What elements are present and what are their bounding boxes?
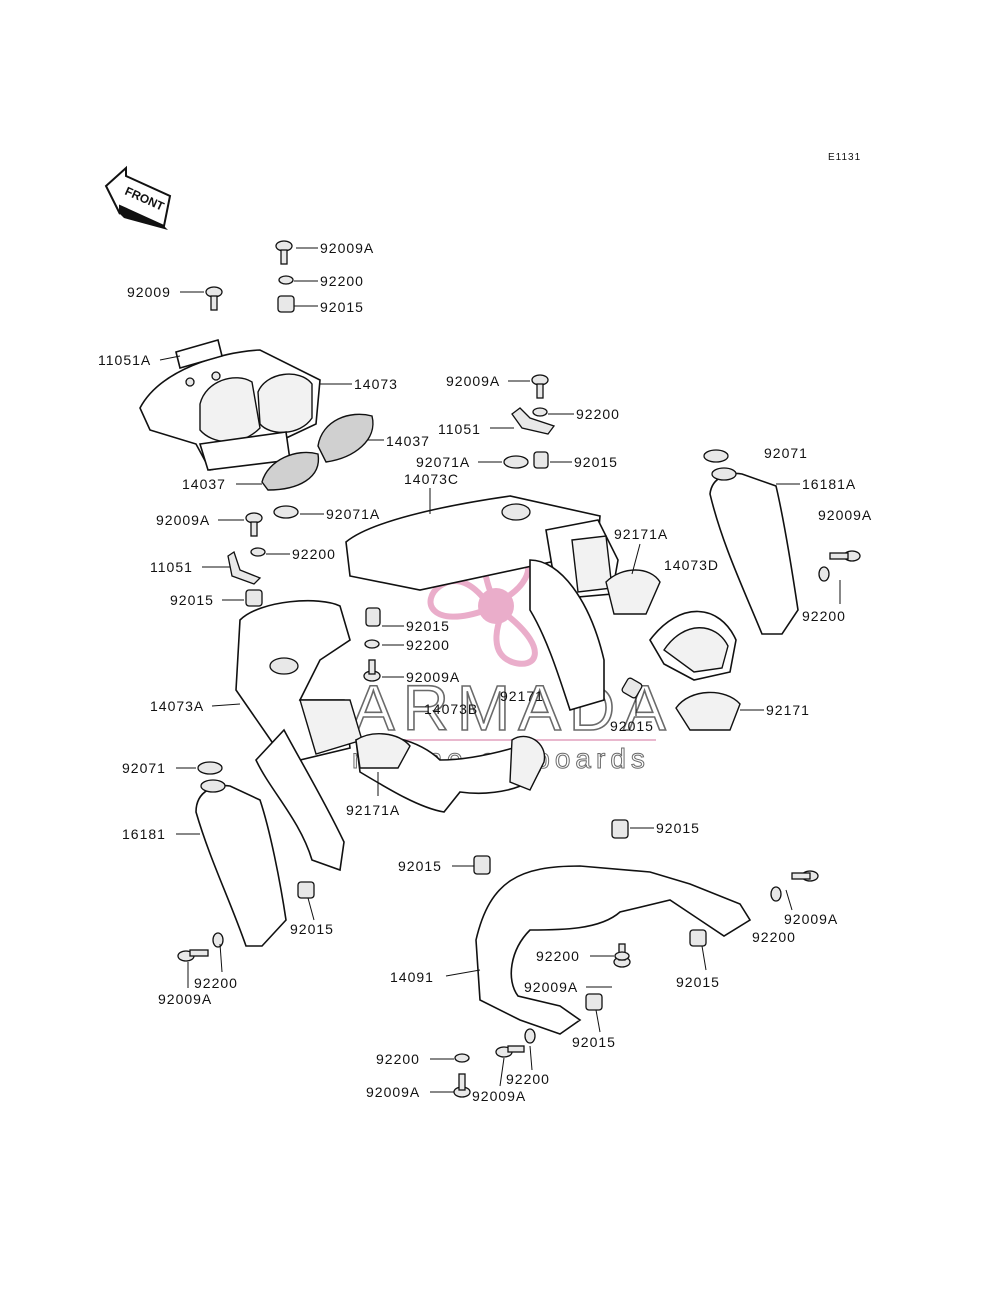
hose-14073B (355, 733, 546, 813)
part-label: 11051 (150, 559, 193, 575)
part-label: 92015 (406, 618, 450, 634)
part-label: 92071A (326, 506, 380, 522)
part-labels: 92009A 92200 92015 92009 11051A 14073 14… (98, 240, 872, 1104)
part-label: 11051 (438, 421, 481, 437)
part-label: 92015 (574, 454, 618, 470)
part-label: 14073A (150, 698, 204, 714)
tank-16181 (195, 779, 287, 947)
part-label: 14073 (354, 376, 398, 392)
part-label: 92200 (292, 546, 336, 562)
diagram-code: E1131 (828, 152, 861, 163)
part-label: 92015 (398, 858, 442, 874)
part-label: 92200 (376, 1051, 420, 1067)
part-label: 92009A (156, 512, 210, 528)
part-label: 92009A (784, 911, 838, 927)
part-label: 92200 (752, 929, 796, 945)
part-label: 92171 (766, 702, 810, 718)
part-label: 92009A (366, 1084, 420, 1100)
part-label: 92009A (818, 507, 872, 523)
part-label: 92200 (576, 406, 620, 422)
part-label: 14073B (424, 701, 478, 717)
part-label: 92200 (194, 975, 238, 991)
seal-92171A-upper (605, 569, 661, 615)
part-label: 92009A (446, 373, 500, 389)
part-label: 92071 (122, 760, 166, 776)
part-label: 11051A (98, 352, 151, 368)
part-label: 92200 (406, 637, 450, 653)
part-label: 16181 (122, 826, 166, 842)
leader-lines (159, 247, 841, 1093)
part-label: 92071 (764, 445, 808, 461)
part-label: 92009A (406, 669, 460, 685)
part-label: 92171A (614, 526, 668, 542)
grill-14037-left (261, 451, 320, 491)
left-duct-14073A (235, 599, 363, 872)
part-label: 92015 (676, 974, 720, 990)
bracket-14091 (475, 865, 752, 1035)
part-label: 92200 (506, 1071, 550, 1087)
front-arrow-icon: FRONT (104, 165, 172, 230)
part-label: 92071A (416, 454, 470, 470)
part-label: 14073C (404, 471, 459, 487)
hardware (177, 240, 861, 1098)
center-duct-14073C (345, 495, 619, 711)
tank-16181A (709, 467, 799, 635)
part-label: 16181A (802, 476, 856, 492)
part-label: 92015 (656, 820, 700, 836)
part-label: 92171 (500, 688, 544, 704)
part-label: 92015 (610, 718, 654, 734)
part-label: 14073D (664, 557, 719, 573)
part-label: 92015 (290, 921, 334, 937)
part-label: 92015 (572, 1034, 616, 1050)
part-label: 92009A (158, 991, 212, 1007)
part-label: 92015 (320, 299, 364, 315)
part-label: 14037 (182, 476, 226, 492)
upper-duct-14073 (139, 339, 321, 471)
part-label: 92009A (320, 240, 374, 256)
grill-14037-right (317, 413, 374, 463)
part-label: 92200 (536, 948, 580, 964)
part-label: 92009A (472, 1088, 526, 1104)
part-label: 92171A (346, 802, 400, 818)
duct-14073D (649, 610, 737, 681)
part-label: 14091 (390, 969, 434, 985)
part-label: 92009A (524, 979, 578, 995)
part-label: 92015 (170, 592, 214, 608)
part-label: 92200 (802, 608, 846, 624)
part-label: 92009 (127, 284, 171, 300)
watermark-brand: ARMADA (352, 672, 674, 744)
part-label: 14037 (386, 433, 430, 449)
seal-92171-right (675, 691, 741, 731)
part-label: 92200 (320, 273, 364, 289)
